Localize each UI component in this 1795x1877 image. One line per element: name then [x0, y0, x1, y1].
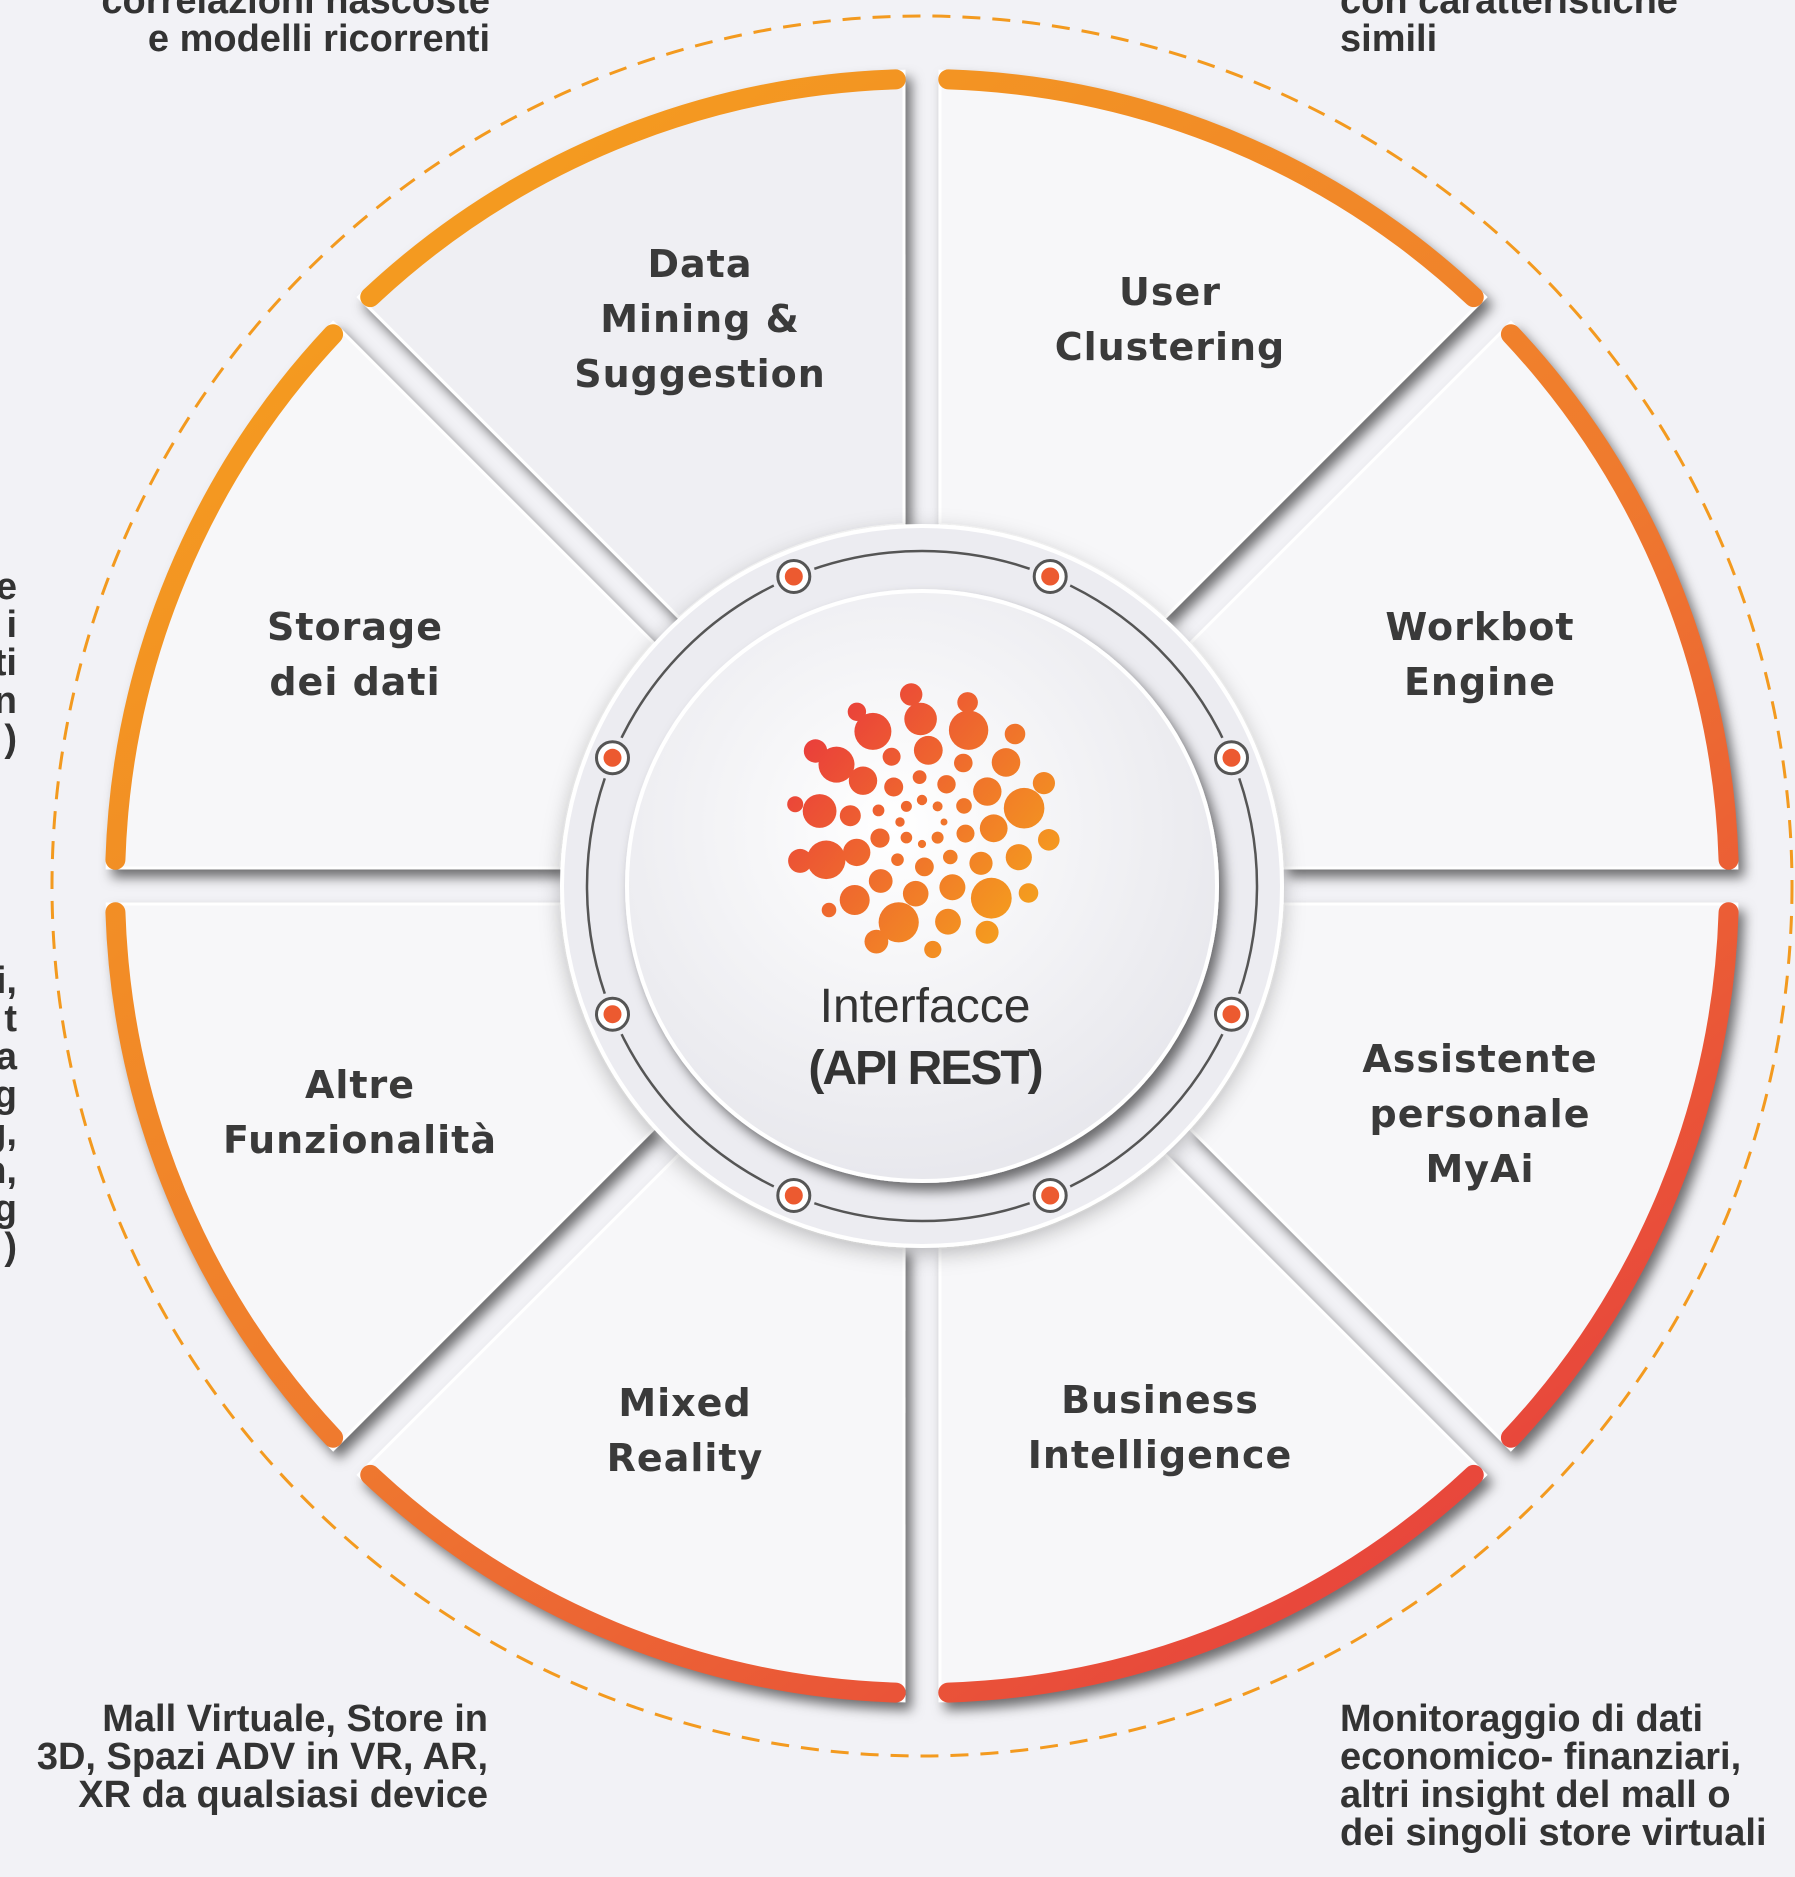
- logo-dot: [802, 794, 837, 828]
- logo-dot: [1003, 787, 1045, 829]
- dot-sphere-logo-icon: [787, 683, 1060, 959]
- logo-dot: [917, 839, 927, 849]
- segment-label-data-mining: Data Mining & Suggestion: [574, 242, 826, 396]
- center-title: Interfacce: [819, 980, 1031, 1033]
- logo-dot: [843, 838, 871, 867]
- logo-dot: [1018, 883, 1039, 903]
- logo-dot: [939, 874, 966, 901]
- inner-ring-line: [585, 549, 1259, 1223]
- outer-dashed-ring: [50, 14, 1794, 1758]
- note-bottom-left: Mall Virtuale, Store in 3D, Spazi ADV in…: [36, 1698, 488, 1816]
- logo-dot: [935, 908, 961, 935]
- logo-dot: [900, 683, 923, 706]
- logo-dot: [900, 800, 912, 812]
- logo-dot: [806, 840, 846, 880]
- segment-label-mixed-reality: Mixed Reality: [606, 1381, 764, 1480]
- logo-dot: [957, 692, 978, 713]
- logo-dot: [943, 849, 958, 865]
- segment-label-assistente-personale: Assistente personale MyAi: [1362, 1037, 1598, 1191]
- connector-node-core: [1222, 1005, 1241, 1024]
- segment-label-altre-funzionalita: Altre Funzionalità: [223, 1063, 497, 1162]
- logo-dot: [882, 747, 901, 766]
- logo-dot: [913, 735, 943, 765]
- logo-dot: [821, 902, 837, 918]
- logo-dot: [787, 796, 804, 813]
- logo-dot: [956, 824, 975, 843]
- logo-dot: [868, 869, 893, 893]
- segment-rim-altre-funzionalita: [105, 902, 344, 1448]
- logo-dot: [1004, 723, 1026, 745]
- segment-rim-assistente-personale: [1500, 902, 1739, 1448]
- logo-dot: [956, 798, 972, 814]
- logo-dot: [839, 885, 870, 915]
- segment-label-user-clustering: User Clustering: [1054, 270, 1286, 369]
- note-bottom-right: Monitoraggio di dati economico- finanzia…: [1340, 1698, 1767, 1854]
- connector-node-core: [603, 1005, 622, 1024]
- logo-dot: [854, 712, 892, 750]
- logo-dot: [872, 804, 885, 817]
- logo-dot: [979, 814, 1008, 843]
- logo-dot: [948, 710, 989, 750]
- logo-dot: [1032, 772, 1055, 795]
- logo-dot: [991, 748, 1021, 777]
- logo-dot: [884, 777, 904, 797]
- logo-dot: [932, 801, 943, 812]
- logo-dot: [912, 770, 927, 784]
- segment-label-business-intelligence: Business Intelligence: [1027, 1378, 1293, 1477]
- logo-dot: [940, 818, 948, 826]
- logo-dot: [902, 880, 929, 907]
- connector-node-core: [1222, 748, 1241, 767]
- segment-rim-user-clustering: [938, 69, 1484, 308]
- segments-group: [105, 69, 1739, 1703]
- logo-dot: [969, 851, 993, 875]
- connector-node-core: [1041, 567, 1060, 586]
- logo-dot: [973, 777, 1002, 806]
- logo-dot: [870, 828, 890, 848]
- connector-node-core: [603, 748, 622, 767]
- segment-label-storage: Storage dei dati: [267, 605, 443, 704]
- logo-dot: [954, 753, 973, 773]
- logo-dot: [848, 766, 878, 795]
- logo-dot: [916, 794, 928, 806]
- segment-rim-data-mining: [360, 69, 906, 308]
- logo-dot: [895, 817, 905, 827]
- logo-dot: [937, 775, 956, 794]
- note-left-upper-fragment: e i ti n ): [0, 566, 17, 760]
- logo-dot: [1038, 829, 1060, 851]
- logo-dot: [924, 940, 942, 959]
- logo-dot: [975, 920, 999, 944]
- note-top-left: correlazioni nascoste e modelli ricorren…: [101, 0, 490, 60]
- logo-dot: [915, 857, 934, 877]
- logo-dot: [864, 929, 889, 954]
- center-subtitle: (API REST): [808, 1042, 1043, 1095]
- logo-dot: [1005, 844, 1032, 871]
- logo-dot: [970, 877, 1012, 919]
- logo-dot: [839, 805, 861, 827]
- connector-node-core: [784, 567, 803, 586]
- logo-dot: [931, 831, 944, 844]
- segment-label-workbot-engine: Workbot Engine: [1385, 605, 1575, 704]
- logo-dot: [818, 746, 855, 783]
- segment-rim-workbot-engine: [1500, 324, 1739, 870]
- logo-dot: [878, 902, 919, 943]
- segment-rim-mixed-reality: [360, 1464, 906, 1703]
- logo-dot: [891, 853, 904, 866]
- connector-node-core: [784, 1186, 803, 1205]
- logo-dot: [847, 702, 867, 721]
- connector-node-core: [1041, 1186, 1060, 1205]
- logo-dot: [803, 739, 828, 763]
- segment-rim-business-intelligence: [938, 1464, 1484, 1703]
- logo-dot: [900, 831, 913, 844]
- segment-rim-storage: [105, 324, 344, 870]
- connectors-group: [590, 554, 1254, 1218]
- note-top-right: con caratteristiche simili: [1340, 0, 1678, 60]
- note-left-lower-fragment: i, t a g g, n, g ): [0, 960, 17, 1268]
- logo-dot: [904, 702, 937, 736]
- logo-dot: [788, 848, 813, 873]
